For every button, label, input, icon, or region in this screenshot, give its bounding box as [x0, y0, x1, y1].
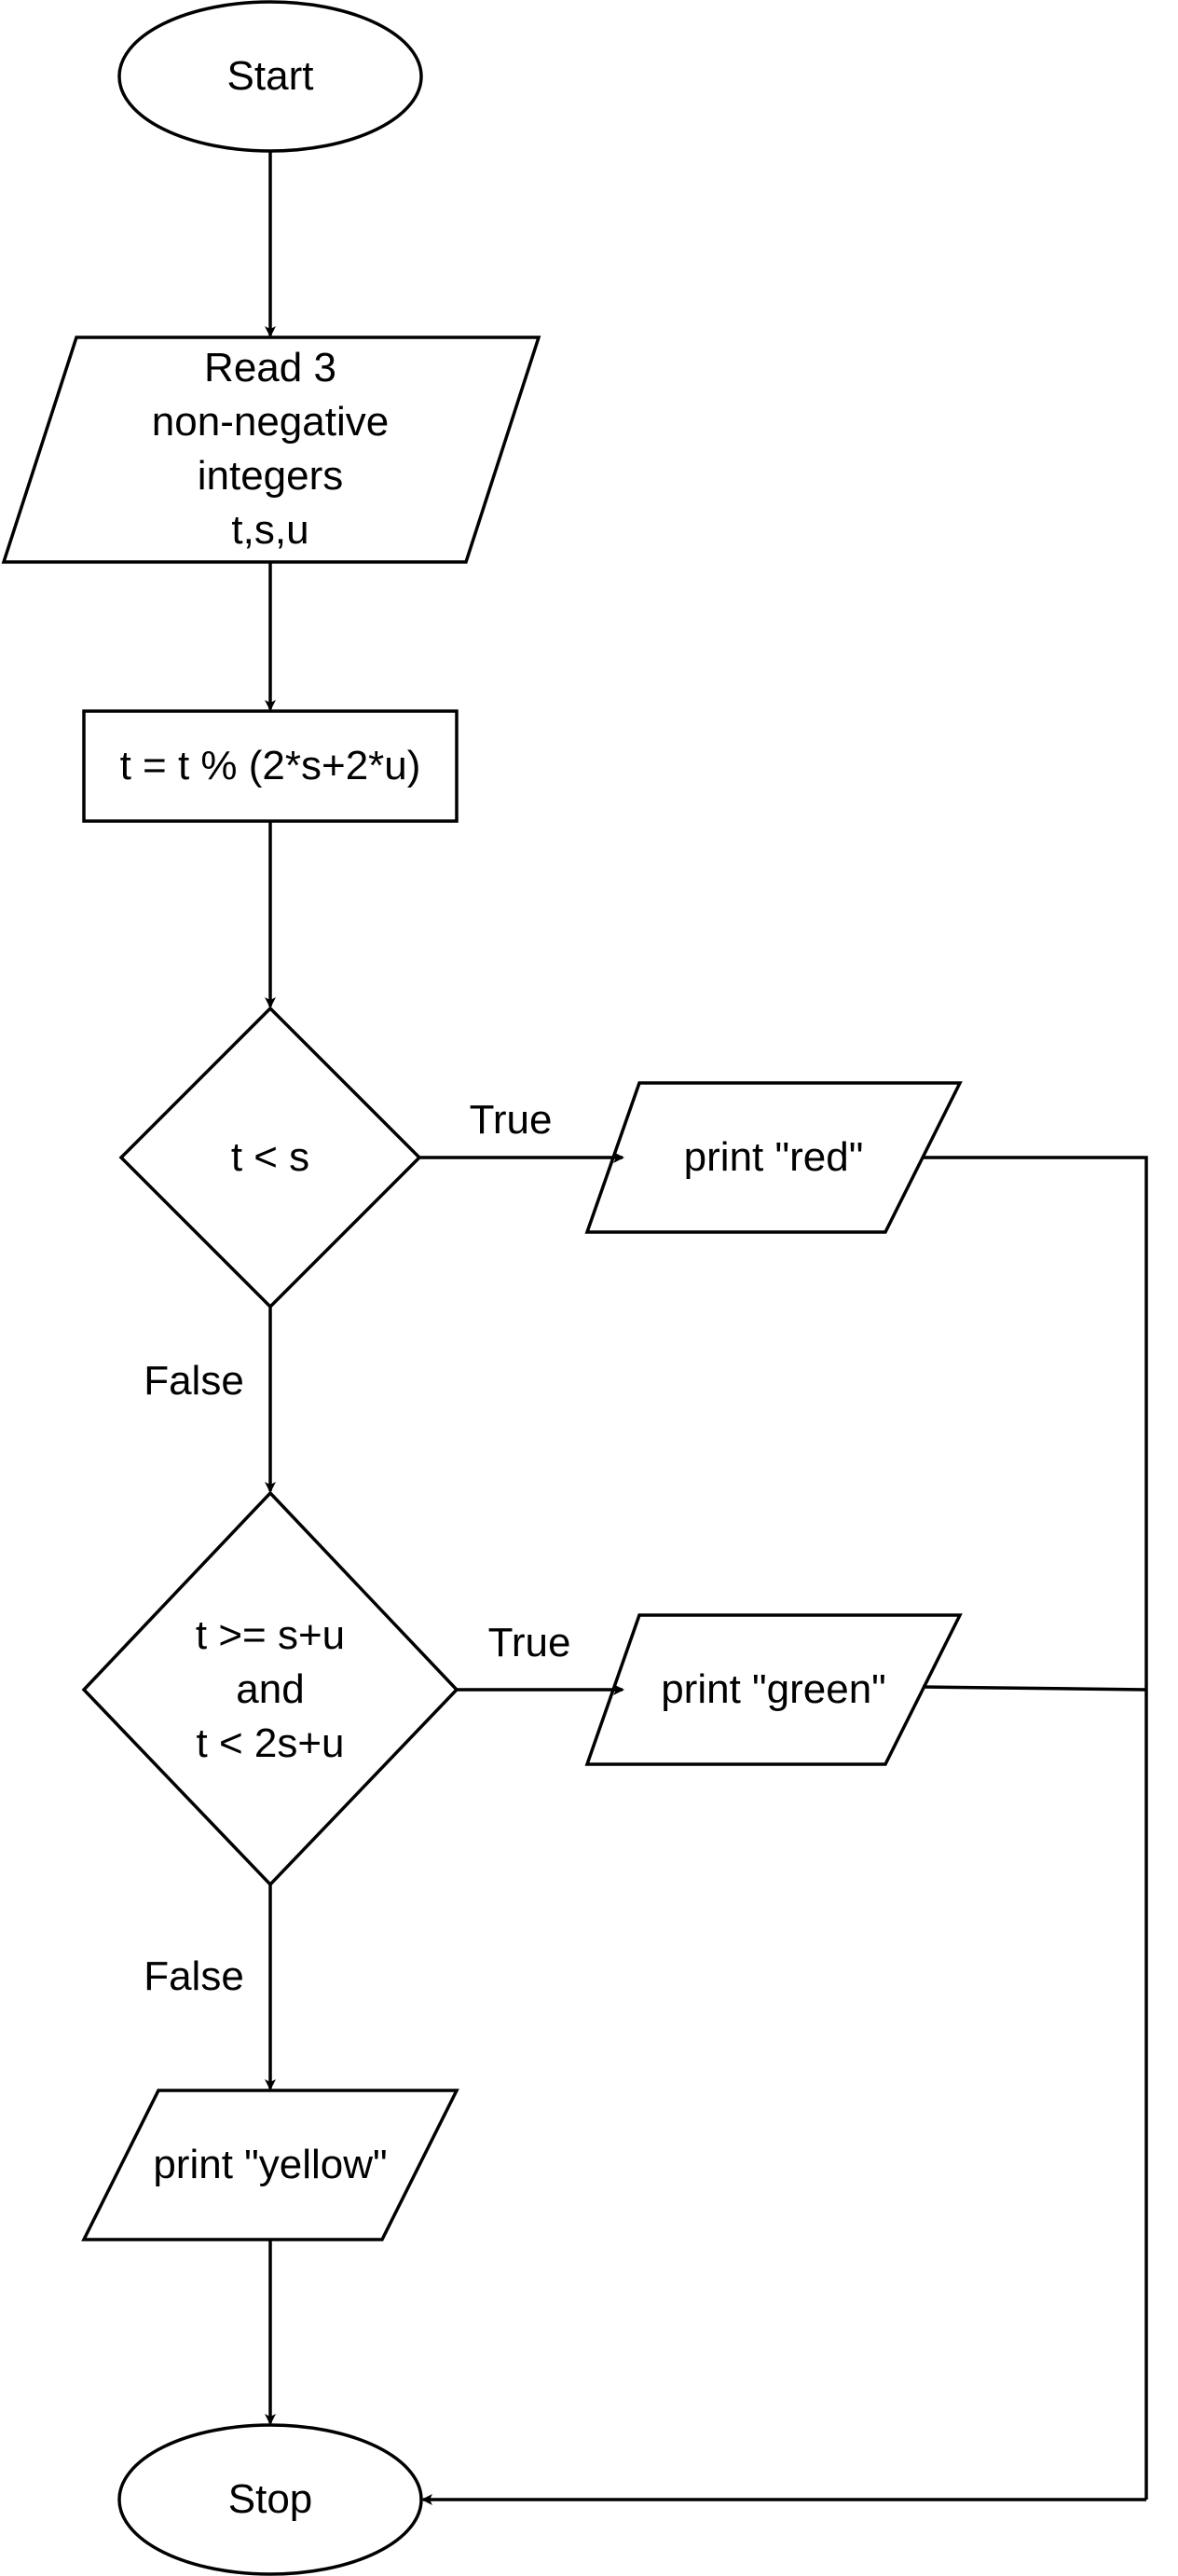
print-green-label: print "green" — [661, 1666, 886, 1712]
input-label: Read 3 non-negative integers t,s,u — [151, 345, 390, 553]
print-green-node — [584, 1613, 963, 1766]
print-red-node — [584, 1081, 963, 1234]
decision2-true-label: True — [487, 1620, 571, 1665]
decision1-label: t < s — [230, 1134, 310, 1180]
stop-label: Stop — [227, 2476, 313, 2522]
assign-node — [82, 709, 459, 823]
decision2-false-label: False — [144, 1953, 244, 1999]
start-label: Start — [226, 53, 314, 99]
print-yellow-node — [81, 2089, 459, 2241]
edge-red-merge — [923, 1156, 1148, 2500]
assign-label: t = t % (2*s+2*u) — [119, 743, 421, 788]
print-yellow-label: print "yellow" — [153, 2142, 388, 2187]
input-node — [1, 336, 541, 564]
decision1-false-label: False — [144, 1358, 244, 1404]
decision2-label: t >= s+u and t < 2s+u — [195, 1612, 346, 1766]
decision1-true-label: True — [469, 1097, 553, 1143]
edge-green-merge — [922, 1685, 1147, 1692]
print-red-label: print "red" — [683, 1134, 864, 1180]
